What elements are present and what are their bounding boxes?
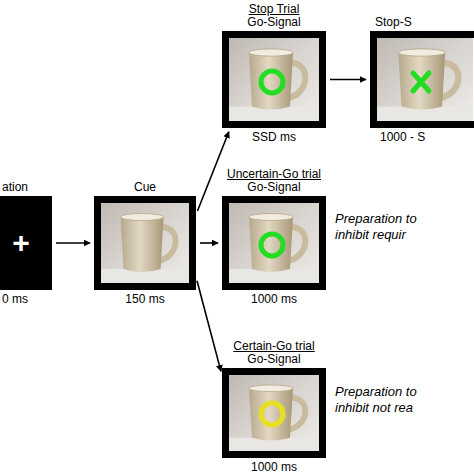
screen-heading: Go-Signal bbox=[247, 16, 300, 29]
mug-image bbox=[229, 203, 319, 283]
mug-image bbox=[377, 38, 473, 121]
screen-heading: Go-Signal bbox=[247, 181, 300, 194]
flow-arrow bbox=[197, 281, 221, 372]
fixation-screen bbox=[0, 196, 52, 290]
flow-arrow bbox=[200, 242, 218, 244]
go-signal-ring bbox=[261, 403, 283, 425]
go-signal-ring bbox=[261, 71, 283, 93]
screen-heading: ation bbox=[2, 181, 28, 194]
screen-heading: Uncertain-Go trial bbox=[227, 168, 321, 181]
flow-arrow bbox=[330, 79, 366, 81]
mug-image bbox=[101, 203, 189, 283]
duration-label: 0 ms bbox=[2, 293, 28, 306]
screen-heading: Stop Trial bbox=[249, 3, 300, 16]
screen-heading: Cue bbox=[134, 181, 156, 194]
stimulus-screen: Uncertain-Go trialGo-Signal1000 ms bbox=[222, 196, 326, 290]
stimulus-screen: Cue150 ms bbox=[94, 196, 196, 290]
fixation-screen: ation+0 ms bbox=[0, 196, 52, 290]
mug-image bbox=[229, 375, 319, 451]
stimulus-screen: Stop-S1000 - S bbox=[370, 31, 474, 128]
duration-label: SSD ms bbox=[252, 131, 296, 144]
stimulus-screen: Certain-Go trialGo-Signal1000 ms bbox=[222, 368, 326, 458]
flow-arrow bbox=[56, 242, 90, 244]
screen-heading: Certain-Go trial bbox=[233, 340, 314, 353]
stop-signal-x bbox=[413, 73, 429, 91]
fixation-cross: + bbox=[12, 228, 30, 258]
screen-heading: Go-Signal bbox=[247, 353, 300, 366]
duration-label: 150 ms bbox=[125, 293, 164, 306]
mug-image bbox=[229, 38, 319, 121]
screen-heading: Stop-S bbox=[375, 16, 412, 29]
duration-label: 1000 ms bbox=[251, 461, 297, 474]
stimulus-screen: Stop TrialGo-SignalSSD ms bbox=[222, 31, 326, 128]
duration-label: 1000 - S bbox=[380, 131, 425, 144]
condition-note: Preparation to inhibit not rea bbox=[335, 384, 447, 416]
go-signal-ring bbox=[261, 234, 283, 256]
duration-label: 1000 ms bbox=[251, 293, 297, 306]
condition-note: Preparation to inhibit requir bbox=[335, 211, 447, 243]
